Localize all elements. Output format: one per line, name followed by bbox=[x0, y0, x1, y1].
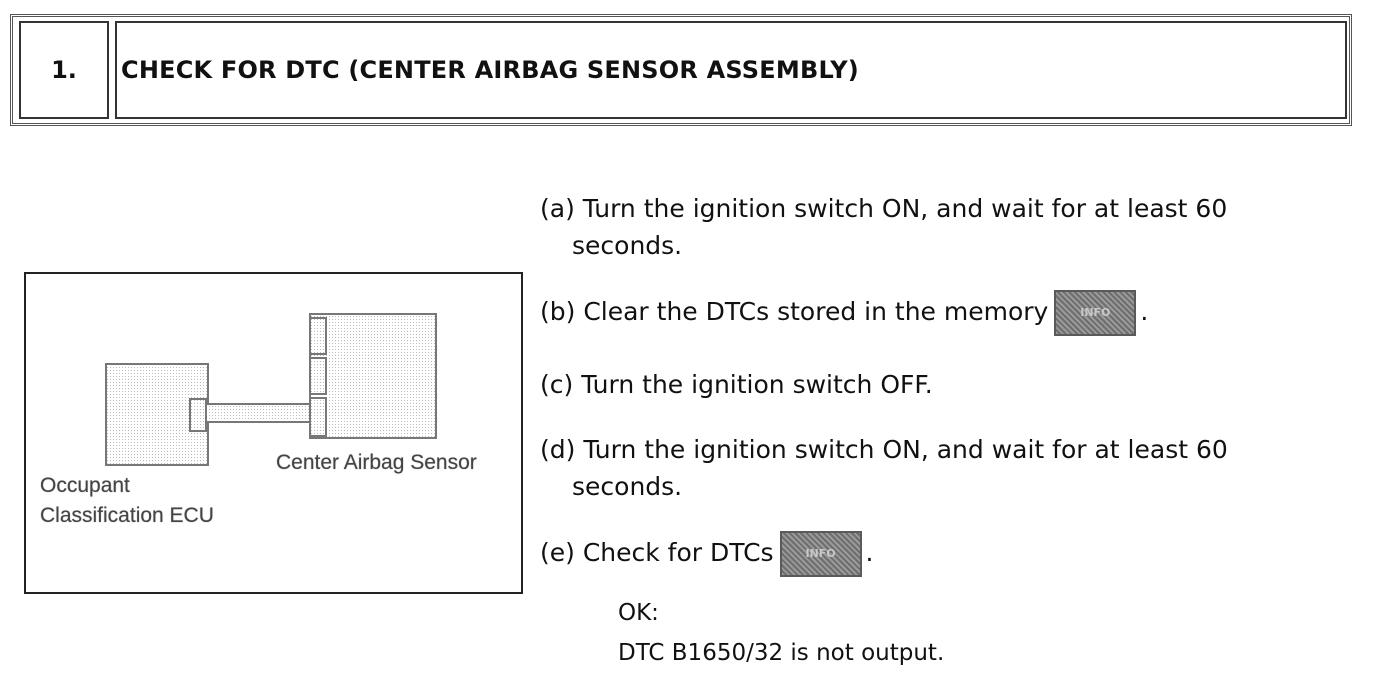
wire-harness bbox=[205, 403, 311, 423]
diagram-drawing bbox=[105, 313, 437, 466]
step-c-text: (c) Turn the ignition switch OFF. bbox=[540, 370, 933, 399]
step-a-line1: (a) Turn the ignition switch ON, and wai… bbox=[540, 194, 1228, 223]
sensor-connector bbox=[309, 397, 327, 437]
step-a-line2: seconds. bbox=[572, 231, 683, 260]
step-a: (a) Turn the ignition switch ON, and wai… bbox=[540, 190, 1227, 264]
ecu-connector bbox=[189, 398, 207, 432]
ecu-label-line2: Classification ECU bbox=[40, 504, 214, 527]
connection-diagram: Center Airbag Sensor Occupant Classifica… bbox=[24, 272, 523, 594]
sensor-label: Center Airbag Sensor bbox=[276, 451, 477, 474]
result-text: DTC B1650/32 is not output. bbox=[618, 640, 945, 666]
step-d-line1: (d) Turn the ignition switch ON, and wai… bbox=[540, 435, 1228, 464]
step-number: 1. bbox=[19, 21, 109, 119]
sensor-connector bbox=[309, 317, 327, 355]
step-e-suffix: . bbox=[865, 538, 874, 567]
step-title: CHECK FOR DTC (CENTER AIRBAG SENSOR ASSE… bbox=[115, 21, 1347, 119]
result-label: OK: bbox=[618, 600, 659, 626]
step-d-line2: seconds. bbox=[572, 472, 683, 501]
sensor-connector bbox=[309, 357, 327, 395]
step-c: (c) Turn the ignition switch OFF. bbox=[540, 366, 933, 403]
step-d: (d) Turn the ignition switch ON, and wai… bbox=[540, 431, 1228, 505]
step-b-text: (b) Clear the DTCs stored in the memory bbox=[540, 297, 1049, 326]
sensor-box bbox=[309, 313, 437, 439]
ecu-label-line1: Occupant bbox=[40, 474, 130, 497]
step-b-suffix: . bbox=[1140, 297, 1149, 326]
info-button[interactable]: INFO bbox=[1054, 290, 1137, 336]
info-button[interactable]: INFO bbox=[779, 531, 862, 577]
step-e-text: (e) Check for DTCs bbox=[540, 538, 774, 567]
step-header: 1. CHECK FOR DTC (CENTER AIRBAG SENSOR A… bbox=[10, 14, 1352, 126]
